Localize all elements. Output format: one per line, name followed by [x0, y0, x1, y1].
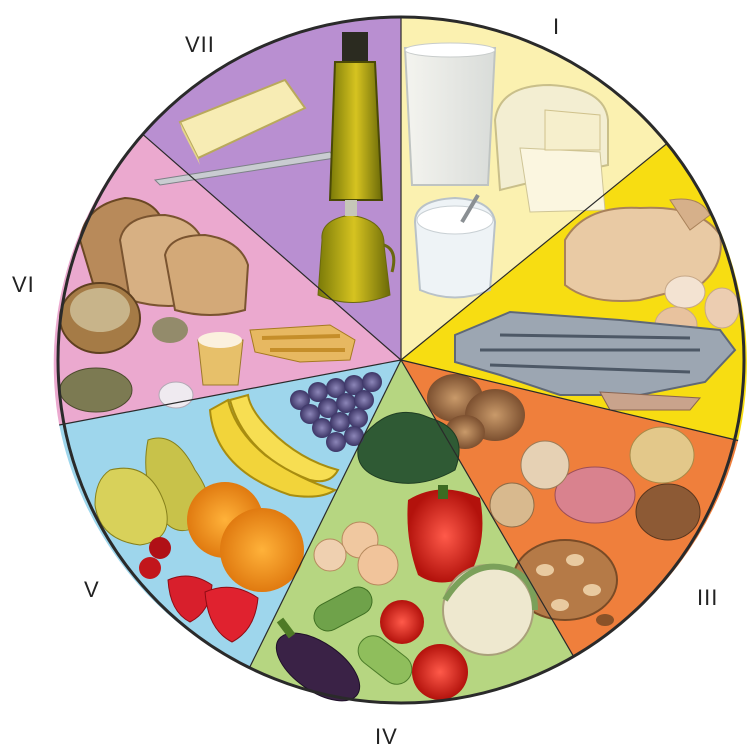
yogurt-bowl-image	[415, 195, 495, 298]
sugar-cup-image	[198, 332, 243, 385]
sector-label-i: I	[553, 14, 560, 40]
sector-label-v: V	[84, 577, 100, 603]
garlic-image	[159, 382, 193, 408]
sector-label-iii: III	[697, 585, 718, 611]
sector-label-vi: VI	[12, 272, 35, 298]
milk-glass-image	[405, 43, 495, 185]
sector-label-iv: IV	[375, 724, 398, 750]
lentils-bowl-image	[60, 283, 140, 353]
sector-label-vii: VII	[185, 32, 215, 58]
cauliflower-image	[443, 565, 535, 655]
